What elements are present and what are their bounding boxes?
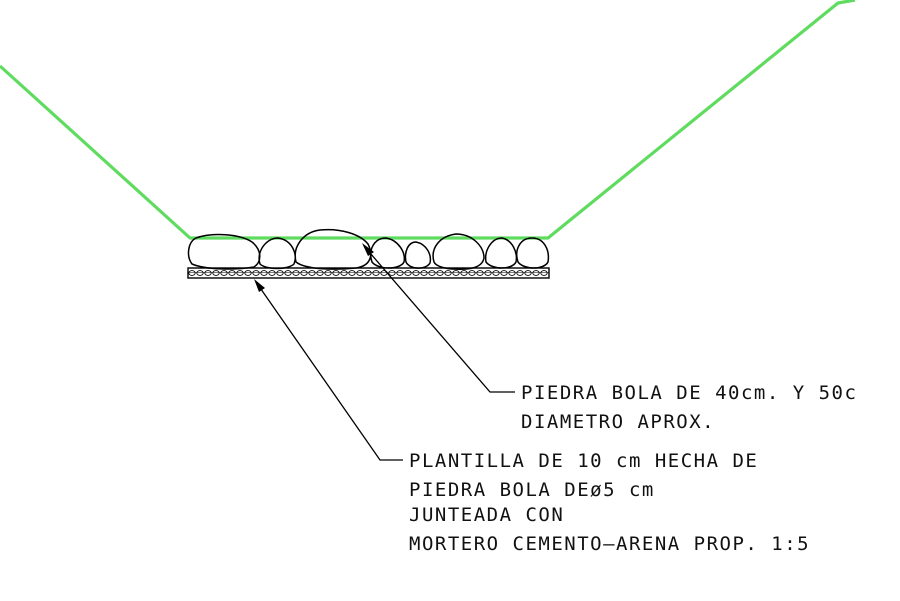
boulder <box>370 237 406 269</box>
boulder <box>404 241 432 269</box>
leader-base-note <box>254 279 403 461</box>
boulder <box>258 237 296 270</box>
base-note-line-3: JUNTEADA CON <box>409 504 564 526</box>
boulder-layer <box>187 228 550 270</box>
base-slab <box>187 267 550 279</box>
arrowhead <box>254 279 265 292</box>
terrain-profile-line <box>0 0 856 240</box>
boulder <box>516 237 550 269</box>
base-note-line-2: PIEDRA BOLA DEø5 cm <box>409 479 655 501</box>
boulder <box>432 233 485 270</box>
boulder <box>484 237 518 269</box>
base-note-line-4: MORTERO CEMENTO—ARENA PROP. 1:5 <box>409 533 810 555</box>
boulder-note-line-2: DIAMETRO APROX. <box>521 411 715 433</box>
boulder <box>294 228 372 270</box>
boulder-note-line-1: PIEDRA BOLA DE 40cm. Y 50c <box>521 382 857 404</box>
base-note-line-1: PLANTILLA DE 10 cm HECHA DE <box>409 450 758 472</box>
leader-boulder-note <box>362 243 515 393</box>
boulder <box>187 233 261 270</box>
arrowhead <box>362 243 374 256</box>
